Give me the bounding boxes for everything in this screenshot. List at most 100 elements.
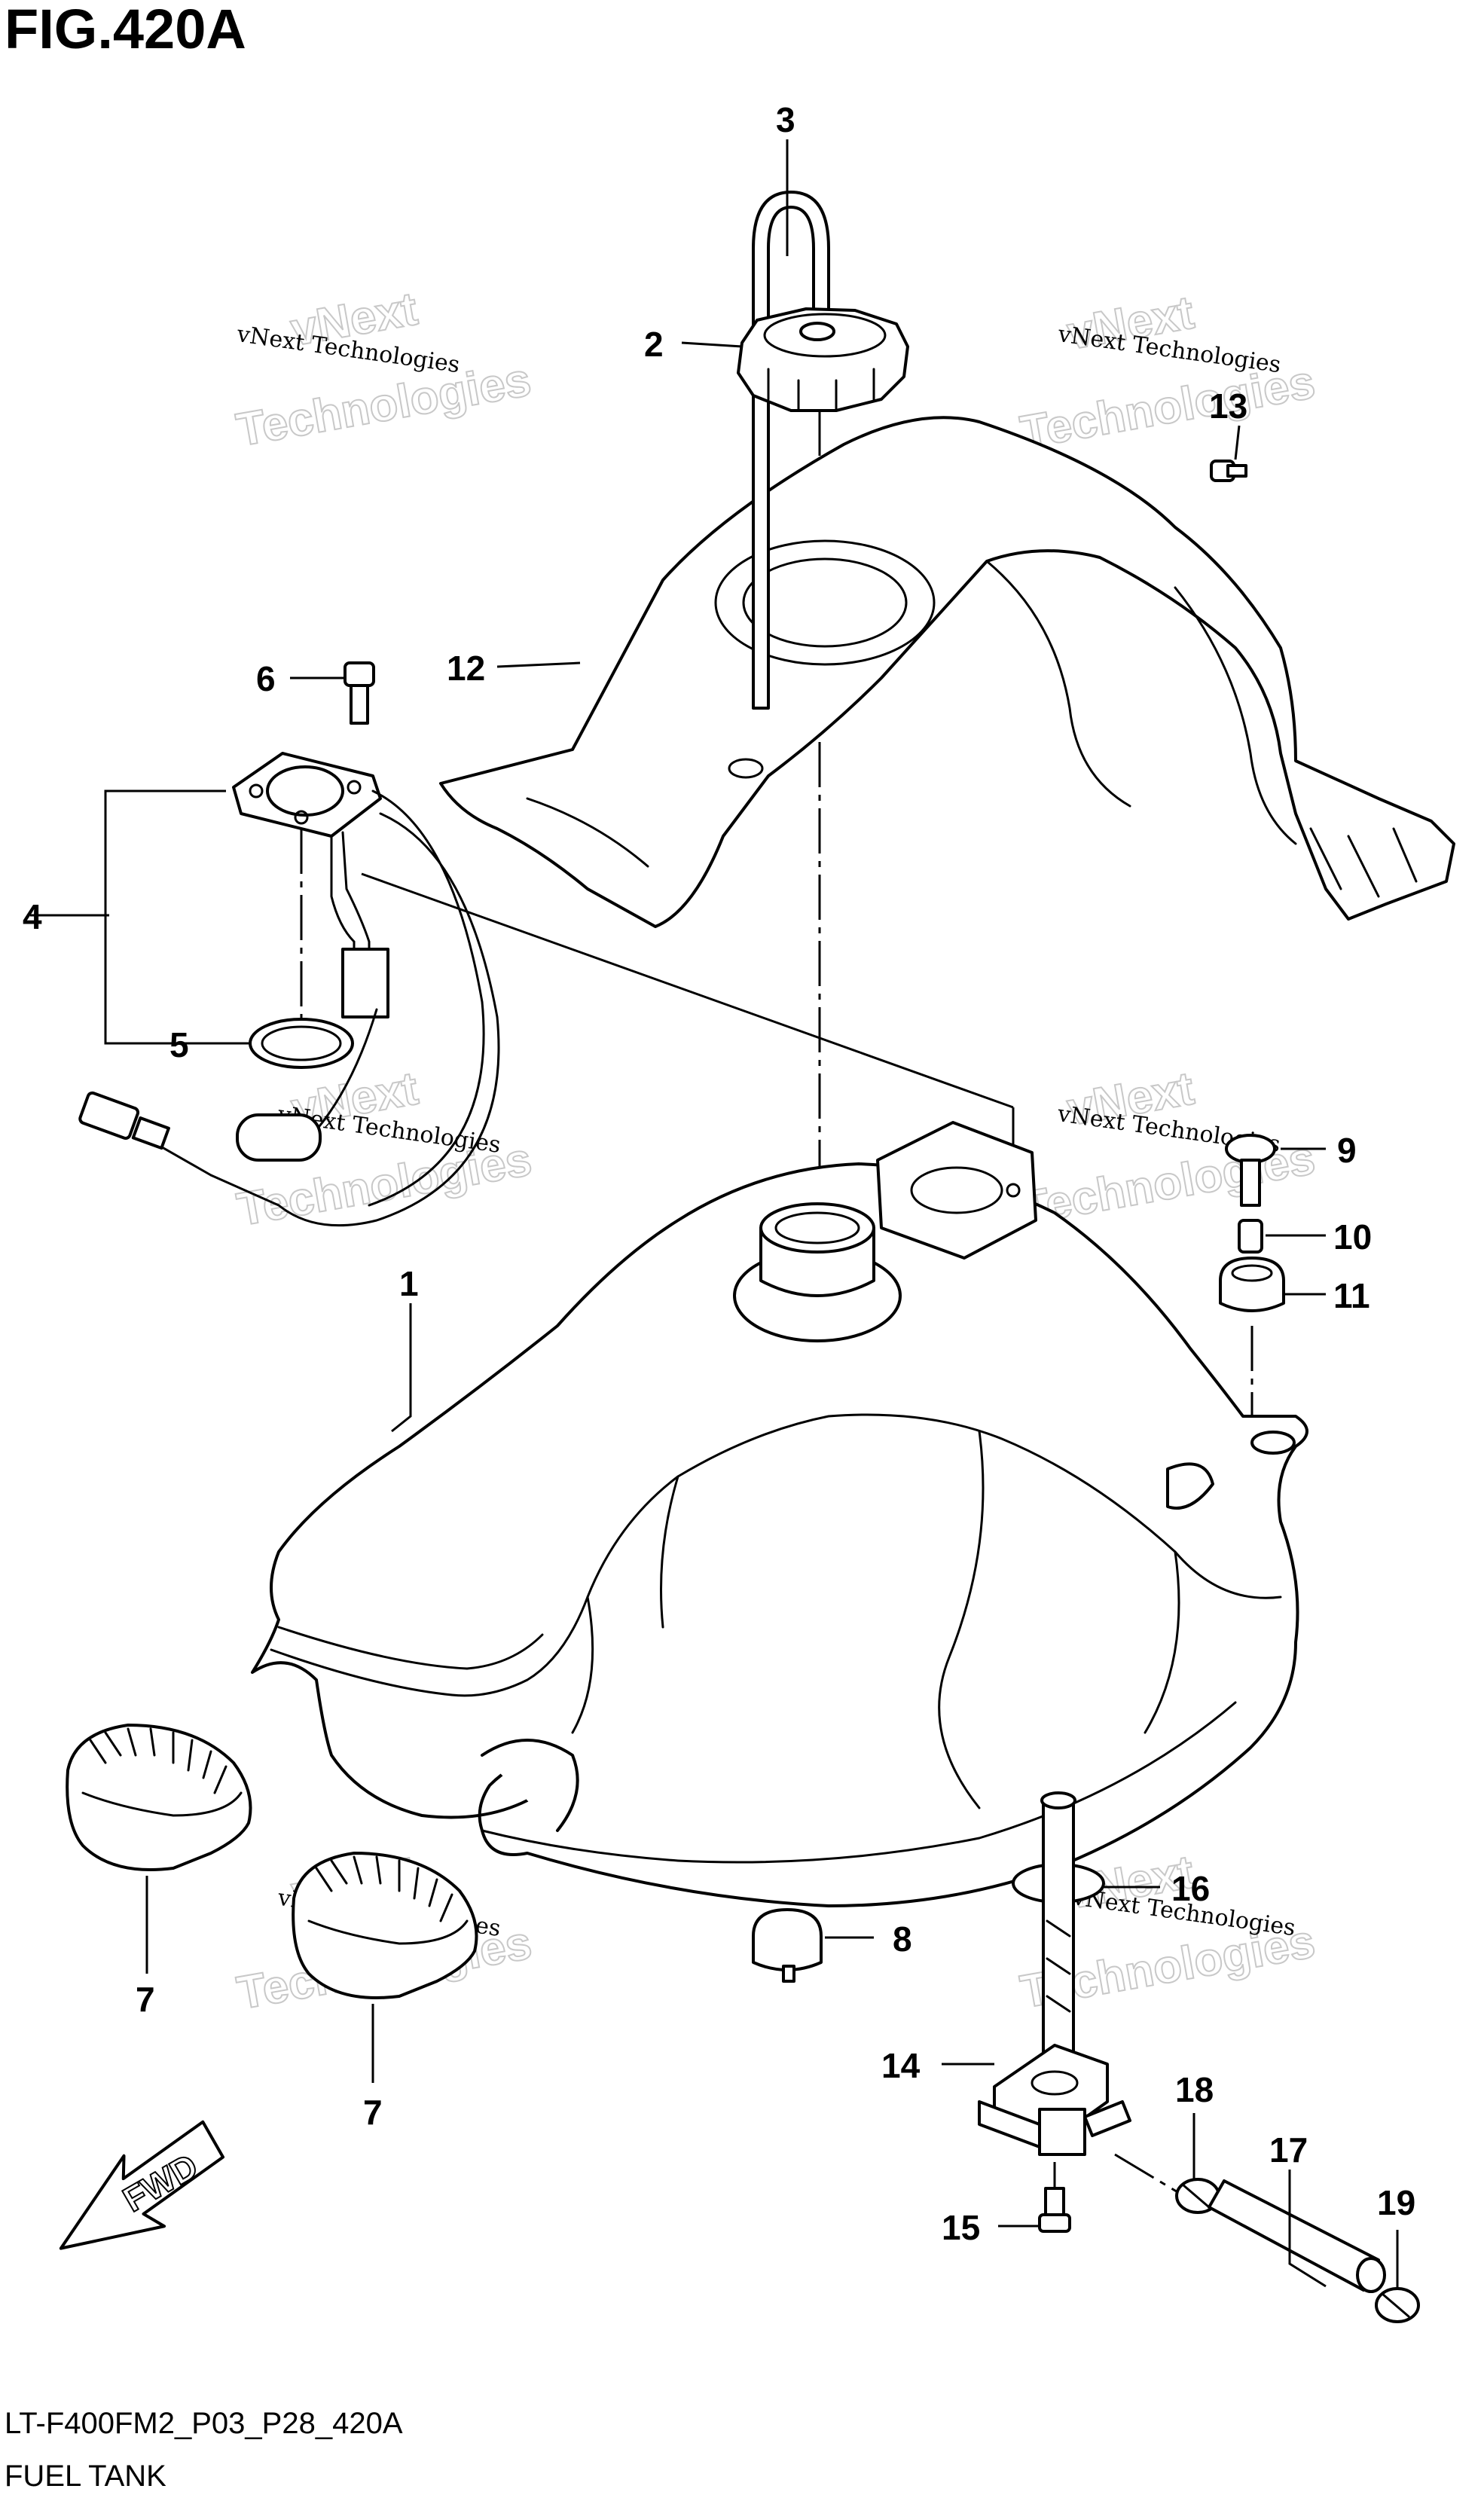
forward-direction-arrow: FWD xyxy=(59,2120,225,2250)
cover-inner-edge xyxy=(985,560,1131,808)
tank-seam xyxy=(938,1430,985,1809)
fuel-pump-assembly xyxy=(78,752,500,1227)
leader-2 xyxy=(681,341,743,348)
tank-band-teeth xyxy=(89,1727,227,1794)
callout-15: 15 xyxy=(942,2208,980,2247)
fuel-hose xyxy=(1208,2179,1386,2293)
fuel-cap-body xyxy=(737,307,909,412)
tank-seam xyxy=(660,1475,679,1629)
cover-bolt xyxy=(1210,460,1247,482)
fuel-hose-end xyxy=(1356,2257,1386,2293)
cover-rib xyxy=(1309,827,1418,898)
mount-grommet-body xyxy=(1219,1257,1285,1312)
fuel-cap-grip xyxy=(767,368,875,412)
tank-band-edge xyxy=(307,1919,469,1945)
leader-12 xyxy=(496,661,581,668)
fuel-pump-wire xyxy=(330,835,356,1011)
pump-screw-shank xyxy=(350,684,369,725)
leader-lines xyxy=(30,139,1399,2290)
callout-8: 8 xyxy=(893,1919,912,1959)
pump-assembly-bracket xyxy=(104,789,237,1045)
tank-band-edge xyxy=(81,1791,243,1817)
tank-band-lower xyxy=(292,1852,478,1999)
tank-seam xyxy=(277,1626,544,1670)
pump-plate-guide xyxy=(361,872,1014,1109)
cover-inner-edge xyxy=(1174,586,1297,845)
plate-hole xyxy=(249,783,264,799)
fuel-tank xyxy=(251,1121,1308,1907)
fuel-pump-dome xyxy=(266,765,344,817)
mount-hole xyxy=(1006,1183,1021,1198)
hose-clamp-tab xyxy=(1181,2183,1211,2209)
figure-caption: FUEL TANK xyxy=(5,2460,166,2493)
pump-screw xyxy=(344,661,375,725)
leader-1 xyxy=(391,1303,412,1433)
fuel-cap-knob xyxy=(799,322,835,341)
fuel-float xyxy=(236,1113,322,1162)
cover-bolt-shank xyxy=(1226,464,1247,478)
fuel-cap xyxy=(737,307,909,412)
figure-title: FIG.420A xyxy=(5,0,246,60)
hose-clamp-tab xyxy=(1381,2292,1410,2318)
tank-cushion-body xyxy=(752,1908,823,1971)
watermark-1: vNext Technologies vNext Technologies xyxy=(232,282,536,457)
electrical-connector xyxy=(78,1091,140,1140)
sender-harness-inner xyxy=(368,789,485,1207)
mount-grommet-hole xyxy=(1231,1264,1273,1282)
pump-screw-head xyxy=(344,661,375,687)
cock-screw xyxy=(1038,2187,1071,2233)
tank-cushion xyxy=(752,1908,823,1983)
mount-bolt-head xyxy=(1225,1134,1276,1164)
plate-hole xyxy=(347,780,362,795)
callout-2: 2 xyxy=(644,325,664,364)
tank-mount-hole xyxy=(1250,1431,1296,1455)
fuel-cock xyxy=(978,1791,1131,2156)
callout-18: 18 xyxy=(1175,2070,1214,2109)
leader-17 xyxy=(1288,2170,1327,2288)
forward-arrow-shape xyxy=(59,2120,225,2250)
callout-3: 3 xyxy=(776,100,795,139)
callout-16: 16 xyxy=(1171,1869,1210,1908)
watermark-2: vNext Technologies vNext Technologies xyxy=(1016,286,1320,460)
tank-pump-opening xyxy=(910,1166,1003,1214)
tank-pump-mount xyxy=(876,1121,1037,1260)
callout-4: 4 xyxy=(23,897,42,936)
pump-gasket-inner xyxy=(261,1025,342,1061)
mount-bolt-shank xyxy=(1240,1159,1261,1207)
callout-11: 11 xyxy=(1333,1276,1370,1315)
hose-clamp-lower xyxy=(1375,2287,1420,2323)
plate-hole xyxy=(294,810,309,825)
breather-hose-body xyxy=(752,191,830,710)
callout-12: 12 xyxy=(447,649,485,688)
sender-harness xyxy=(209,812,500,1227)
tank-cover xyxy=(439,416,1455,928)
callout-numbers: 3 2 13 12 6 4 5 1 9 10 11 8 7 7 16 14 15… xyxy=(23,100,1415,2247)
tank-cover-body xyxy=(439,416,1455,928)
tank-cushion-stud xyxy=(782,1965,795,1983)
mount-bolt xyxy=(1225,1134,1276,1207)
cover-filler-opening xyxy=(714,539,936,666)
tank-seam xyxy=(571,1596,594,1734)
fuel-cock-pipe-top xyxy=(1040,1791,1076,1809)
watermark-brand-sub: Technologies xyxy=(233,353,535,457)
callout-19: 19 xyxy=(1377,2183,1415,2222)
fuel-hose-body xyxy=(1208,2179,1380,2292)
tank-filler-top xyxy=(759,1202,875,1254)
tank-band-teeth xyxy=(315,1855,453,1922)
callout-7a: 7 xyxy=(136,1980,155,2019)
tank-band-body xyxy=(292,1852,478,1999)
hose-clamp-upper xyxy=(1175,2178,1220,2214)
tank-filler-opening xyxy=(774,1211,860,1244)
callout-13: 13 xyxy=(1209,386,1247,426)
callout-1: 1 xyxy=(399,1264,419,1303)
fuel-pump-wire xyxy=(341,831,371,1011)
cock-screw-head xyxy=(1038,2213,1071,2233)
callout-6: 6 xyxy=(256,659,276,698)
cover-hole xyxy=(728,758,764,779)
callout-17: 17 xyxy=(1269,2130,1308,2170)
tank-side-tab xyxy=(1166,1462,1214,1510)
cover-fold-line xyxy=(526,797,649,868)
tank-seam xyxy=(1144,1550,1180,1734)
callout-9: 9 xyxy=(1337,1131,1357,1170)
tank-rear-leg xyxy=(481,1739,579,1832)
